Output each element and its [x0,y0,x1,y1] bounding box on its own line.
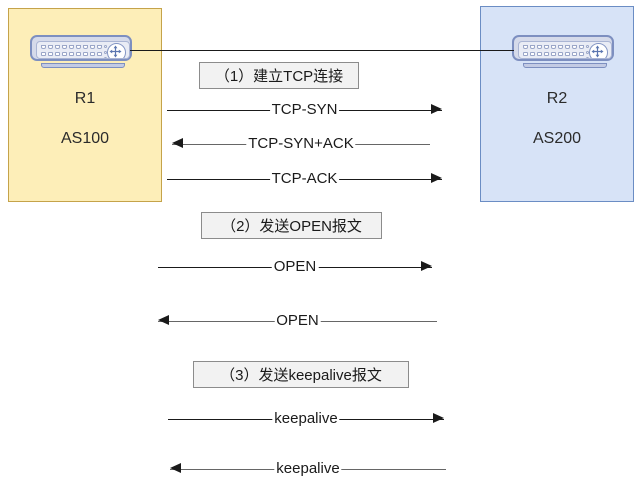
router-port [544,45,549,49]
router-port [76,45,81,49]
message-label: keepalive [272,408,340,430]
router-port [551,52,556,56]
router-port [97,45,102,49]
arrowhead-right-icon [433,413,444,423]
router-port [579,52,584,56]
step-caption-2: （2）发送OPEN报文 [201,212,382,239]
router-port [565,52,570,56]
router-port-row-top [523,45,584,49]
as-number-as100: AS100 [60,130,110,147]
router-chassis [512,35,614,68]
message-open-reverse: OPEN [158,310,437,332]
router-port [83,52,88,56]
router-indicator-dot [104,51,107,54]
router-port [544,52,549,56]
message-tcp-syn-ack: TCP-SYN+ACK [172,133,430,155]
message-label: TCP-SYN [269,99,340,121]
router-port [97,52,102,56]
router-port [537,52,542,56]
router-indicator-dot [104,45,107,48]
router-port [551,45,556,49]
message-tcp-syn: TCP-SYN [167,99,442,121]
router-port [69,52,74,56]
router-port [565,45,570,49]
router-port [41,52,46,56]
message-keepalive-reverse: keepalive [170,458,446,480]
message-label: OPEN [274,310,321,332]
router-port-row-bottom [41,52,102,56]
router-indicator-dot [586,51,589,54]
router-port [76,52,81,56]
router-port [62,52,67,56]
router-port [41,45,46,49]
router-icon[interactable] [30,35,132,69]
router-faceplate [518,41,612,59]
router-faceplate [36,41,130,59]
router-port-row-bottom [523,52,584,56]
router-icon[interactable] [512,35,614,69]
router-port [55,45,60,49]
router-port [530,52,535,56]
step-caption-3: （3）发送keepalive报文 [193,361,409,388]
router-port [48,52,53,56]
router-port [69,45,74,49]
router-port [83,45,88,49]
arrowhead-left-icon [158,315,169,325]
router-stand [41,63,125,68]
router-port [572,45,577,49]
router-direction-knob-icon [107,43,126,58]
step-caption-1: （1）建立TCP连接 [199,62,359,89]
arrowhead-right-icon [421,261,432,271]
peering-link [130,50,514,51]
message-keepalive-forward: keepalive [168,408,444,430]
device-name-r1: R1 [74,90,96,107]
router-port [62,45,67,49]
router-indicator-dots [104,45,107,58]
router-indicator-dot [586,57,589,58]
message-label: OPEN [271,256,319,278]
router-port [523,52,528,56]
router-indicator-dots [586,45,589,58]
router-port [579,45,584,49]
router-direction-knob-icon [589,43,608,58]
router-indicator-dot [586,45,589,48]
router-indicator-dot [104,57,107,58]
router-chassis [30,35,132,68]
message-label: keepalive [274,458,342,480]
router-port [90,52,95,56]
message-label: TCP-SYN+ACK [246,133,356,155]
device-name-r2: R2 [546,90,568,107]
as-number-as200: AS200 [532,130,582,147]
router-port [558,52,563,56]
router-port [55,52,60,56]
arrowhead-right-icon [431,173,442,183]
arrowhead-left-icon [172,138,183,148]
router-port [48,45,53,49]
message-tcp-ack: TCP-ACK [167,168,442,190]
arrowhead-right-icon [431,104,442,114]
router-port [537,45,542,49]
message-label: TCP-ACK [269,168,340,190]
router-port [572,52,577,56]
router-stand [523,63,607,68]
message-open-forward: OPEN [158,256,432,278]
router-port-row-top [41,45,102,49]
router-port [530,45,535,49]
router-port [523,45,528,49]
arrowhead-left-icon [170,463,181,473]
router-port [558,45,563,49]
router-port [90,45,95,49]
